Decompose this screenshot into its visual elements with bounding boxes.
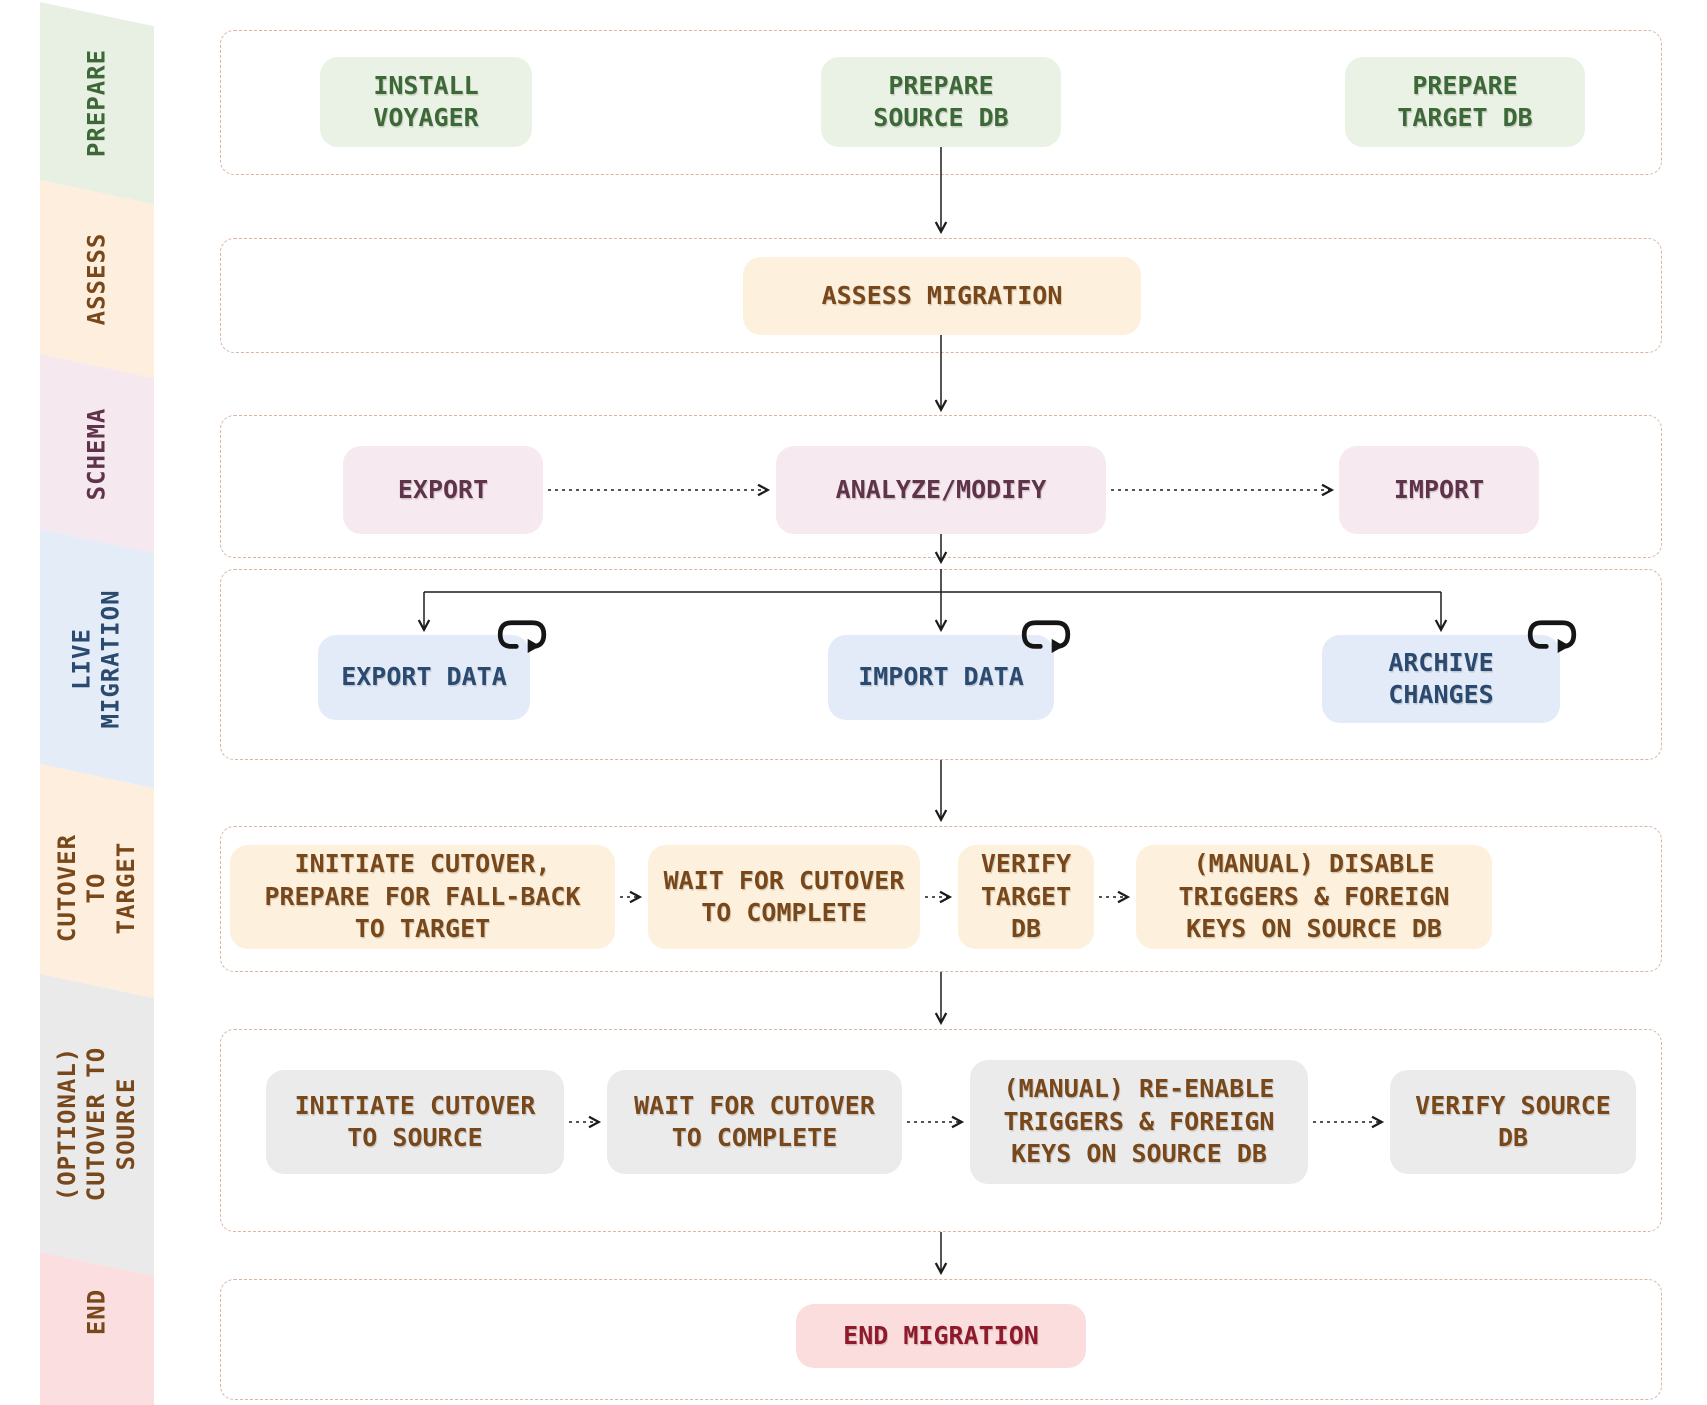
stage-label-assess: ASSESS	[82, 232, 111, 326]
node-manual-disable-triggers: (MANUAL) DISABLE TRIGGERS & FOREIGN KEYS…	[1136, 845, 1492, 949]
loop-arrow-icon	[497, 620, 547, 654]
loop-arrow-icon	[1527, 620, 1577, 654]
stage-label-optional-cutover: (OPTIONAL) CUTOVER TO SOURCE	[53, 1046, 140, 1202]
stage-label-prepare: PREPARE	[82, 48, 111, 158]
node-import-schema: IMPORT	[1339, 446, 1539, 534]
stage-label-live-migration: LIVE MIGRATION	[67, 589, 125, 729]
loop-arrow-icon	[1021, 620, 1071, 654]
node-import-data: IMPORT DATA	[828, 620, 1071, 720]
node-prepare-source-db: PREPARE SOURCE DB	[821, 57, 1061, 147]
node-archive-changes: ARCHIVE CHANGES	[1322, 620, 1577, 723]
node-wait-cutover-target: WAIT FOR CUTOVER TO COMPLETE	[648, 845, 920, 949]
stage-label-end: END	[82, 1288, 111, 1336]
node-wait-cutover-source: WAIT FOR CUTOVER TO COMPLETE	[607, 1070, 902, 1174]
node-initiate-cutover-source: INITIATE CUTOVER TO SOURCE	[266, 1070, 564, 1174]
node-export-data: EXPORT DATA	[318, 620, 547, 720]
node-verify-source-db: VERIFY SOURCE DB	[1390, 1070, 1636, 1174]
node-initiate-cutover-target: INITIATE CUTOVER, PREPARE FOR FALL-BACK …	[230, 845, 615, 949]
node-export-schema: EXPORT	[343, 446, 543, 534]
node-verify-target-db: VERIFY TARGET DB	[958, 845, 1094, 949]
node-end-migration: END MIGRATION	[796, 1304, 1086, 1368]
node-prepare-target-db: PREPARE TARGET DB	[1345, 57, 1585, 147]
node-manual-reenable-triggers: (MANUAL) RE-ENABLE TRIGGERS & FOREIGN KE…	[970, 1060, 1308, 1184]
stage-label-cutover-to-target: CUTOVER TO TARGET	[53, 833, 140, 943]
stage-label-schema: SCHEMA	[82, 407, 111, 501]
node-assess-migration: ASSESS MIGRATION	[743, 257, 1141, 335]
node-analyze-modify: ANALYZE/MODIFY	[776, 446, 1106, 534]
node-install-voyager: INSTALL VOYAGER	[320, 57, 532, 147]
